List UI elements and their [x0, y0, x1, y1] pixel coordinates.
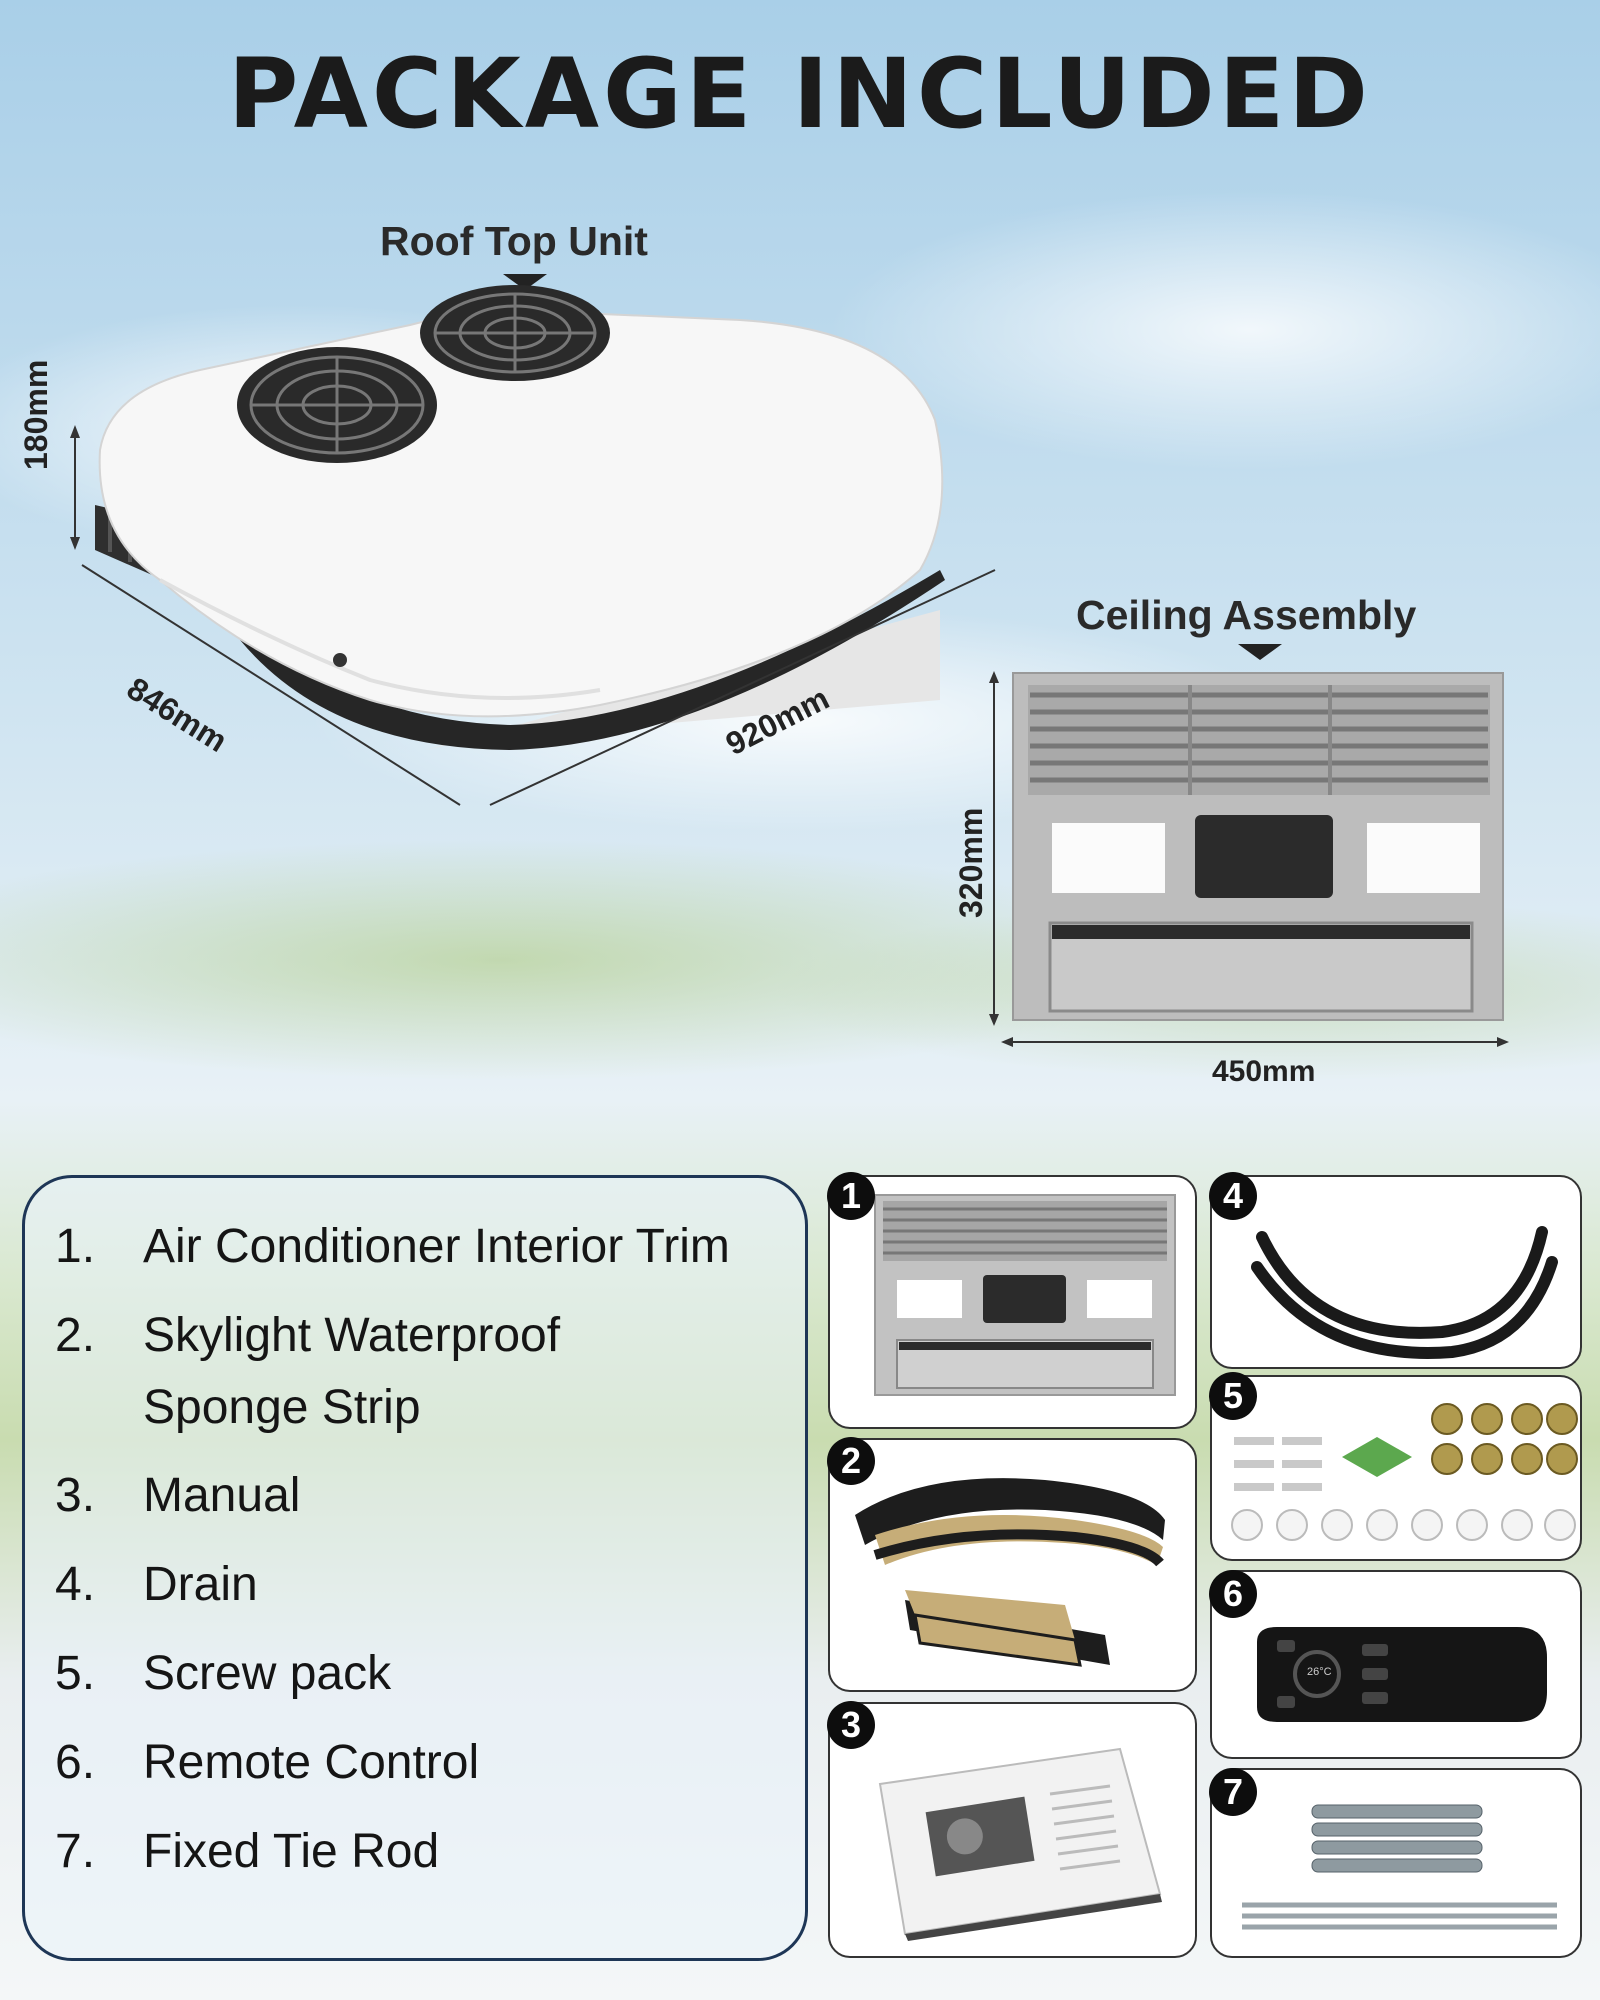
- item-badge-7: 7: [1209, 1768, 1257, 1816]
- roof-unit-image: [70, 285, 996, 806]
- item-card-1: [828, 1175, 1197, 1429]
- page-title: PACKAGE INCLUDED: [228, 38, 1372, 150]
- package-list: 1.Air Conditioner Interior Trim 2.Skylig…: [22, 1175, 808, 1961]
- list-item: 6.Remote Control: [55, 1736, 480, 1789]
- item-badge-1: 1: [827, 1172, 875, 1220]
- item-card-7: [1210, 1768, 1582, 1958]
- remote-control-icon: [1257, 1627, 1547, 1722]
- item-badge-5: 5: [1209, 1372, 1257, 1420]
- list-item: 3.Manual: [55, 1469, 301, 1522]
- tie-rod-icon: [1242, 1804, 1557, 1930]
- ceiling-height-label: 320mm: [953, 807, 989, 918]
- ceiling-assembly-label: Ceiling Assembly: [1076, 592, 1417, 638]
- list-item: 2.Skylight Waterproof Sponge Strip: [55, 1309, 561, 1434]
- list-item: 4.Drain: [55, 1558, 258, 1611]
- manual-icon: [878, 1747, 1162, 1941]
- item-card-5: [1210, 1375, 1582, 1561]
- list-item: 5.Screw pack: [55, 1647, 392, 1700]
- drain-hose-icon: [1251, 1226, 1558, 1359]
- screw-pack-icon: [1231, 1403, 1578, 1541]
- item-card-2: [828, 1438, 1197, 1692]
- roof-height-label: 180mm: [18, 359, 54, 470]
- item-card-6: 26°C: [1210, 1570, 1582, 1759]
- ceiling-trim-icon: [874, 1194, 1176, 1396]
- fan-left: [237, 347, 437, 463]
- item-card-4: [1210, 1175, 1582, 1369]
- item-badge-6: 6: [1209, 1570, 1257, 1618]
- item-badge-4: 4: [1209, 1172, 1257, 1220]
- item-card-3: [828, 1702, 1197, 1958]
- item-badge-3: 3: [827, 1701, 875, 1749]
- ceiling-assembly-image: [989, 671, 1509, 1047]
- remote-display: 26°C: [1307, 1666, 1332, 1678]
- roof-unit-label: Roof Top Unit: [380, 218, 648, 264]
- list-item: 1.Air Conditioner Interior Trim: [55, 1220, 730, 1273]
- sponge-strip-icon: [855, 1478, 1165, 1667]
- list-item: 7.Fixed Tie Rod: [55, 1825, 440, 1878]
- fan-right: [420, 285, 610, 381]
- item-badge-2: 2: [827, 1437, 875, 1485]
- ceiling-pointer-icon: [1238, 644, 1282, 660]
- ceiling-width-label: 450mm: [1212, 1055, 1316, 1088]
